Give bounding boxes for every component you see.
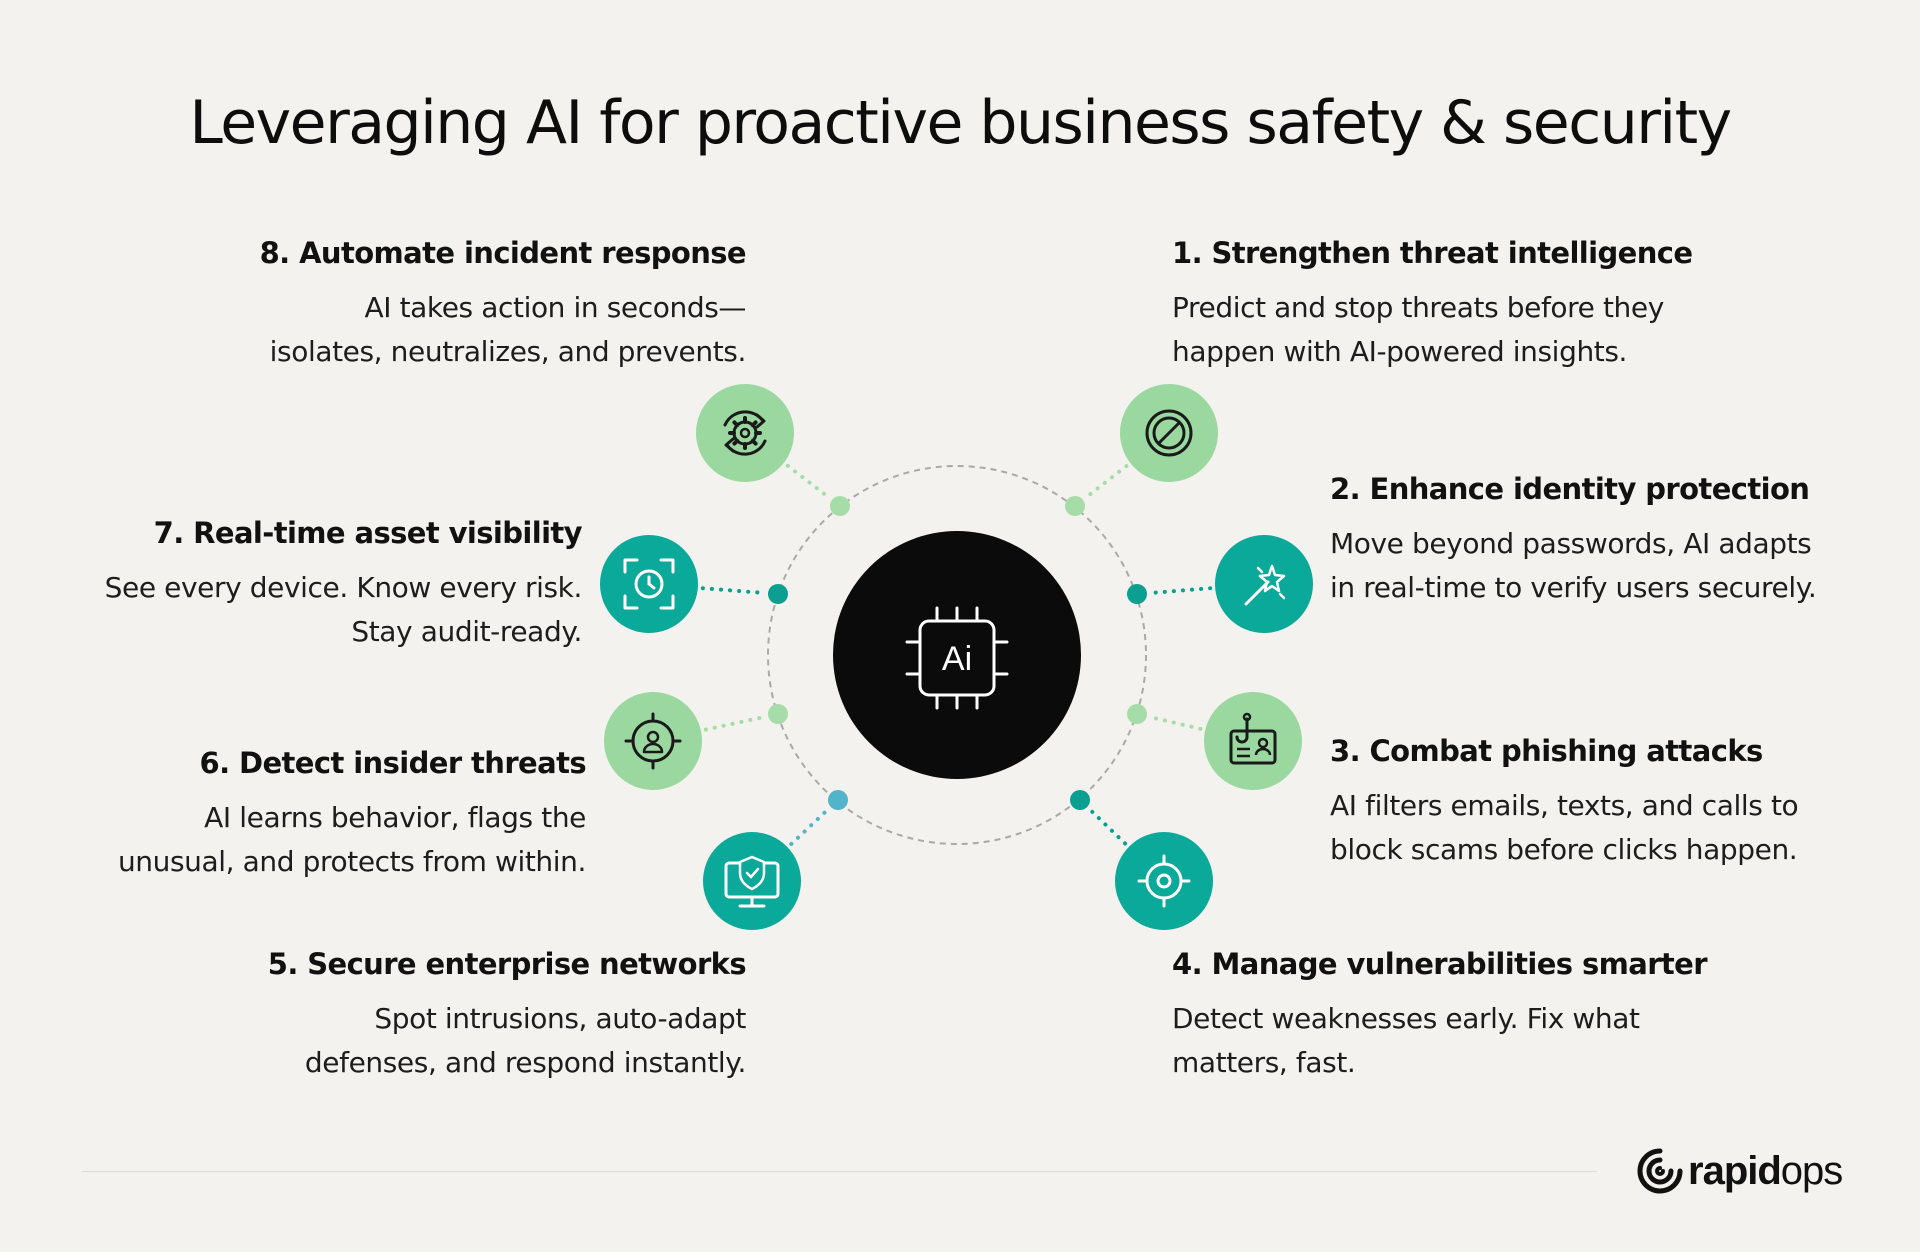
item-2: 2. Enhance identity protection Move beyo… — [1330, 472, 1890, 610]
item-3-heading: 3. Combat phishing attacks — [1330, 734, 1763, 768]
rapidops-wordmark: rapidops — [1688, 1148, 1843, 1193]
user-target-icon — [624, 712, 682, 770]
connector-4 — [1086, 806, 1128, 846]
orbit-dot-5 — [828, 790, 848, 810]
item-7-text: See every device. Know every risk. Stay … — [104, 571, 583, 648]
item-5-heading: 5. Secure enterprise networks — [267, 947, 747, 981]
node-3 — [1204, 692, 1302, 790]
orbit-dot-8 — [830, 496, 850, 516]
connector-1 — [1082, 464, 1129, 501]
item-2-text: Move beyond passwords, AI adapts in real… — [1330, 527, 1817, 604]
connector-6 — [703, 714, 769, 732]
orbit-dot-4 — [1070, 790, 1090, 810]
item-8-text: AI takes action in seconds— isolates, ne… — [269, 291, 747, 368]
scan-clock-icon — [623, 558, 675, 610]
ai-chip-icon: Ai — [905, 606, 1009, 710]
item-7-heading: 7. Real-time asset visibility — [153, 516, 583, 550]
connector-8 — [785, 463, 833, 501]
item-2-heading: 2. Enhance identity protection — [1330, 472, 1810, 506]
item-4-heading: 4. Manage vulnerabilities smarter — [1172, 947, 1708, 981]
connector-7 — [700, 586, 768, 596]
orbit-dot-3 — [1127, 704, 1147, 724]
icon-nodes — [600, 384, 1313, 930]
crosshair-icon — [1137, 854, 1191, 908]
connector-3 — [1146, 714, 1203, 731]
connector-2 — [1147, 586, 1213, 596]
gear-refresh-icon — [723, 410, 767, 456]
node-4 — [1115, 832, 1213, 930]
item-6-text: AI learns behavior, flags the unusual, a… — [117, 801, 586, 878]
center-circle — [833, 531, 1081, 779]
orbit-dot-1 — [1065, 496, 1085, 516]
connector-5 — [789, 806, 832, 846]
item-5: 5. Secure enterprise networks Spot intru… — [186, 947, 747, 1085]
node-8 — [696, 384, 794, 482]
magic-wand-icon — [1244, 564, 1286, 606]
orbit-ring — [767, 465, 1147, 845]
item-8: 8. Automate incident response AI takes a… — [186, 236, 747, 374]
item-3: 3. Combat phishing attacks AI filters em… — [1330, 734, 1890, 872]
rapidops-logo: rapidops — [1636, 1146, 1843, 1196]
item-3-text: AI filters emails, texts, and calls to b… — [1330, 789, 1799, 866]
item-4-text: Detect weaknesses early. Fix what matter… — [1172, 1002, 1640, 1079]
id-card-hook-icon — [1229, 712, 1277, 765]
monitor-shield-icon — [724, 855, 780, 908]
item-5-text: Spot intrusions, auto-adapt defenses, an… — [304, 1002, 746, 1079]
item-1-text: Predict and stop threats before they hap… — [1172, 291, 1664, 368]
prohibit-icon — [1145, 409, 1193, 457]
orbit-dot-6 — [768, 704, 788, 724]
orbit-dot-7 — [768, 584, 788, 604]
item-6-heading: 6. Detect insider threats — [199, 746, 587, 780]
connectors — [700, 463, 1213, 846]
rapidops-mark-icon — [1637, 1148, 1683, 1194]
item-8-heading: 8. Automate incident response — [259, 236, 747, 270]
center-label: Ai — [942, 640, 972, 678]
item-6: 6. Detect insider threats AI learns beha… — [26, 746, 587, 884]
item-1: 1. Strengthen threat intelligence Predic… — [1172, 236, 1732, 374]
item-7: 7. Real-time asset visibility See every … — [22, 516, 583, 654]
item-4: 4. Manage vulnerabilities smarter Detect… — [1172, 947, 1732, 1085]
footer-divider — [82, 1171, 1597, 1172]
item-1-heading: 1. Strengthen threat intelligence — [1172, 236, 1693, 270]
orbit-dot-2 — [1127, 584, 1147, 604]
page-title: Leveraging AI for proactive business saf… — [189, 88, 1732, 158]
